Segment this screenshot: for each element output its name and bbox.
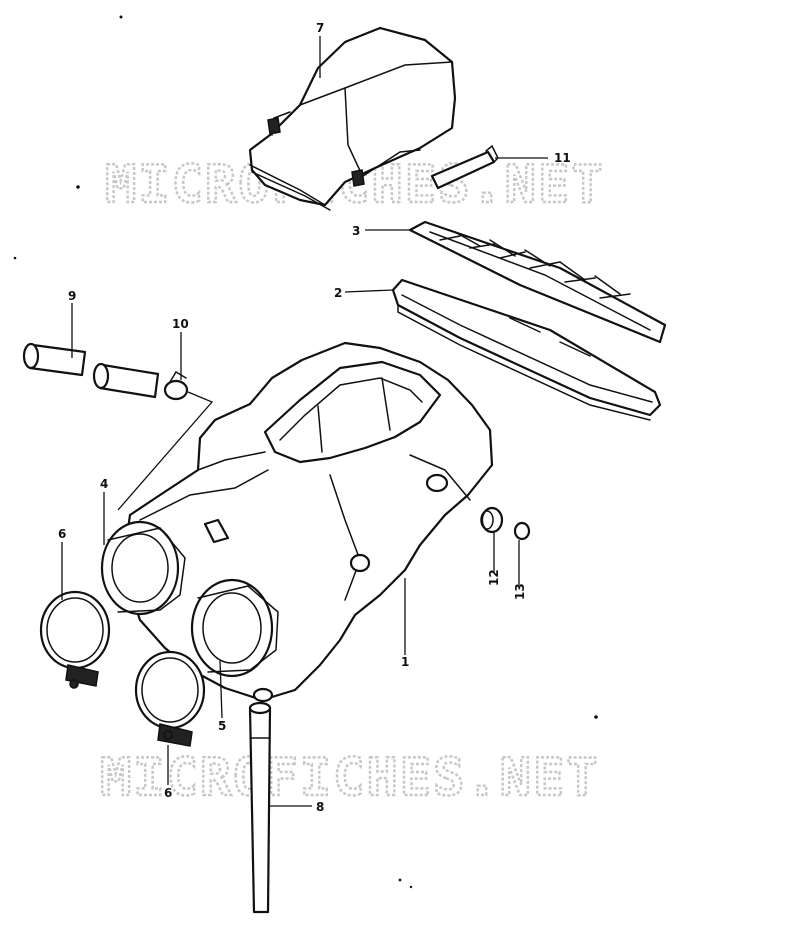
- callout-2: 2: [334, 286, 342, 300]
- callout-9: 9: [68, 289, 76, 303]
- part-6-clamp-right: [134, 650, 206, 747]
- part-5-grommet: [197, 585, 279, 673]
- callout-7: 7: [316, 21, 324, 35]
- part-10-clip: [163, 370, 189, 401]
- callout-13: 13: [513, 583, 527, 600]
- part-13-plug: [513, 521, 531, 541]
- part-6-clamp-left: [39, 590, 111, 689]
- callout-12: 12: [487, 569, 501, 586]
- part-2-filter-element: [391, 278, 662, 421]
- part-4-grommet: [107, 527, 186, 613]
- part-9-hoses: [22, 342, 160, 399]
- watermark-bottom: MICROFICHES.NET: [100, 748, 600, 808]
- leader-2: [344, 289, 394, 293]
- part-7-cover: [248, 26, 457, 211]
- part-3-filter-screen: [408, 220, 667, 344]
- callout-11: 11: [554, 151, 571, 165]
- callout-8: 8: [316, 800, 324, 814]
- speck: [13, 256, 17, 260]
- leader-5: [219, 659, 223, 719]
- leader-10b: [117, 391, 214, 511]
- speck: [76, 185, 80, 189]
- callout-6a: 6: [58, 527, 66, 541]
- part-1-case: [100, 341, 494, 703]
- callout-1: 1: [401, 655, 409, 669]
- speck: [398, 878, 402, 882]
- part-11-pin: [430, 144, 499, 190]
- speck: [119, 15, 123, 19]
- callout-3: 3: [352, 224, 360, 238]
- callout-5: 5: [218, 719, 226, 733]
- part-12-cap: [480, 506, 504, 534]
- part-8-drain-tube: [248, 701, 272, 914]
- callout-6b: 6: [164, 786, 172, 800]
- callout-4: 4: [100, 477, 108, 491]
- speck: [594, 715, 598, 719]
- callout-10: 10: [172, 317, 189, 331]
- speck: [409, 885, 413, 889]
